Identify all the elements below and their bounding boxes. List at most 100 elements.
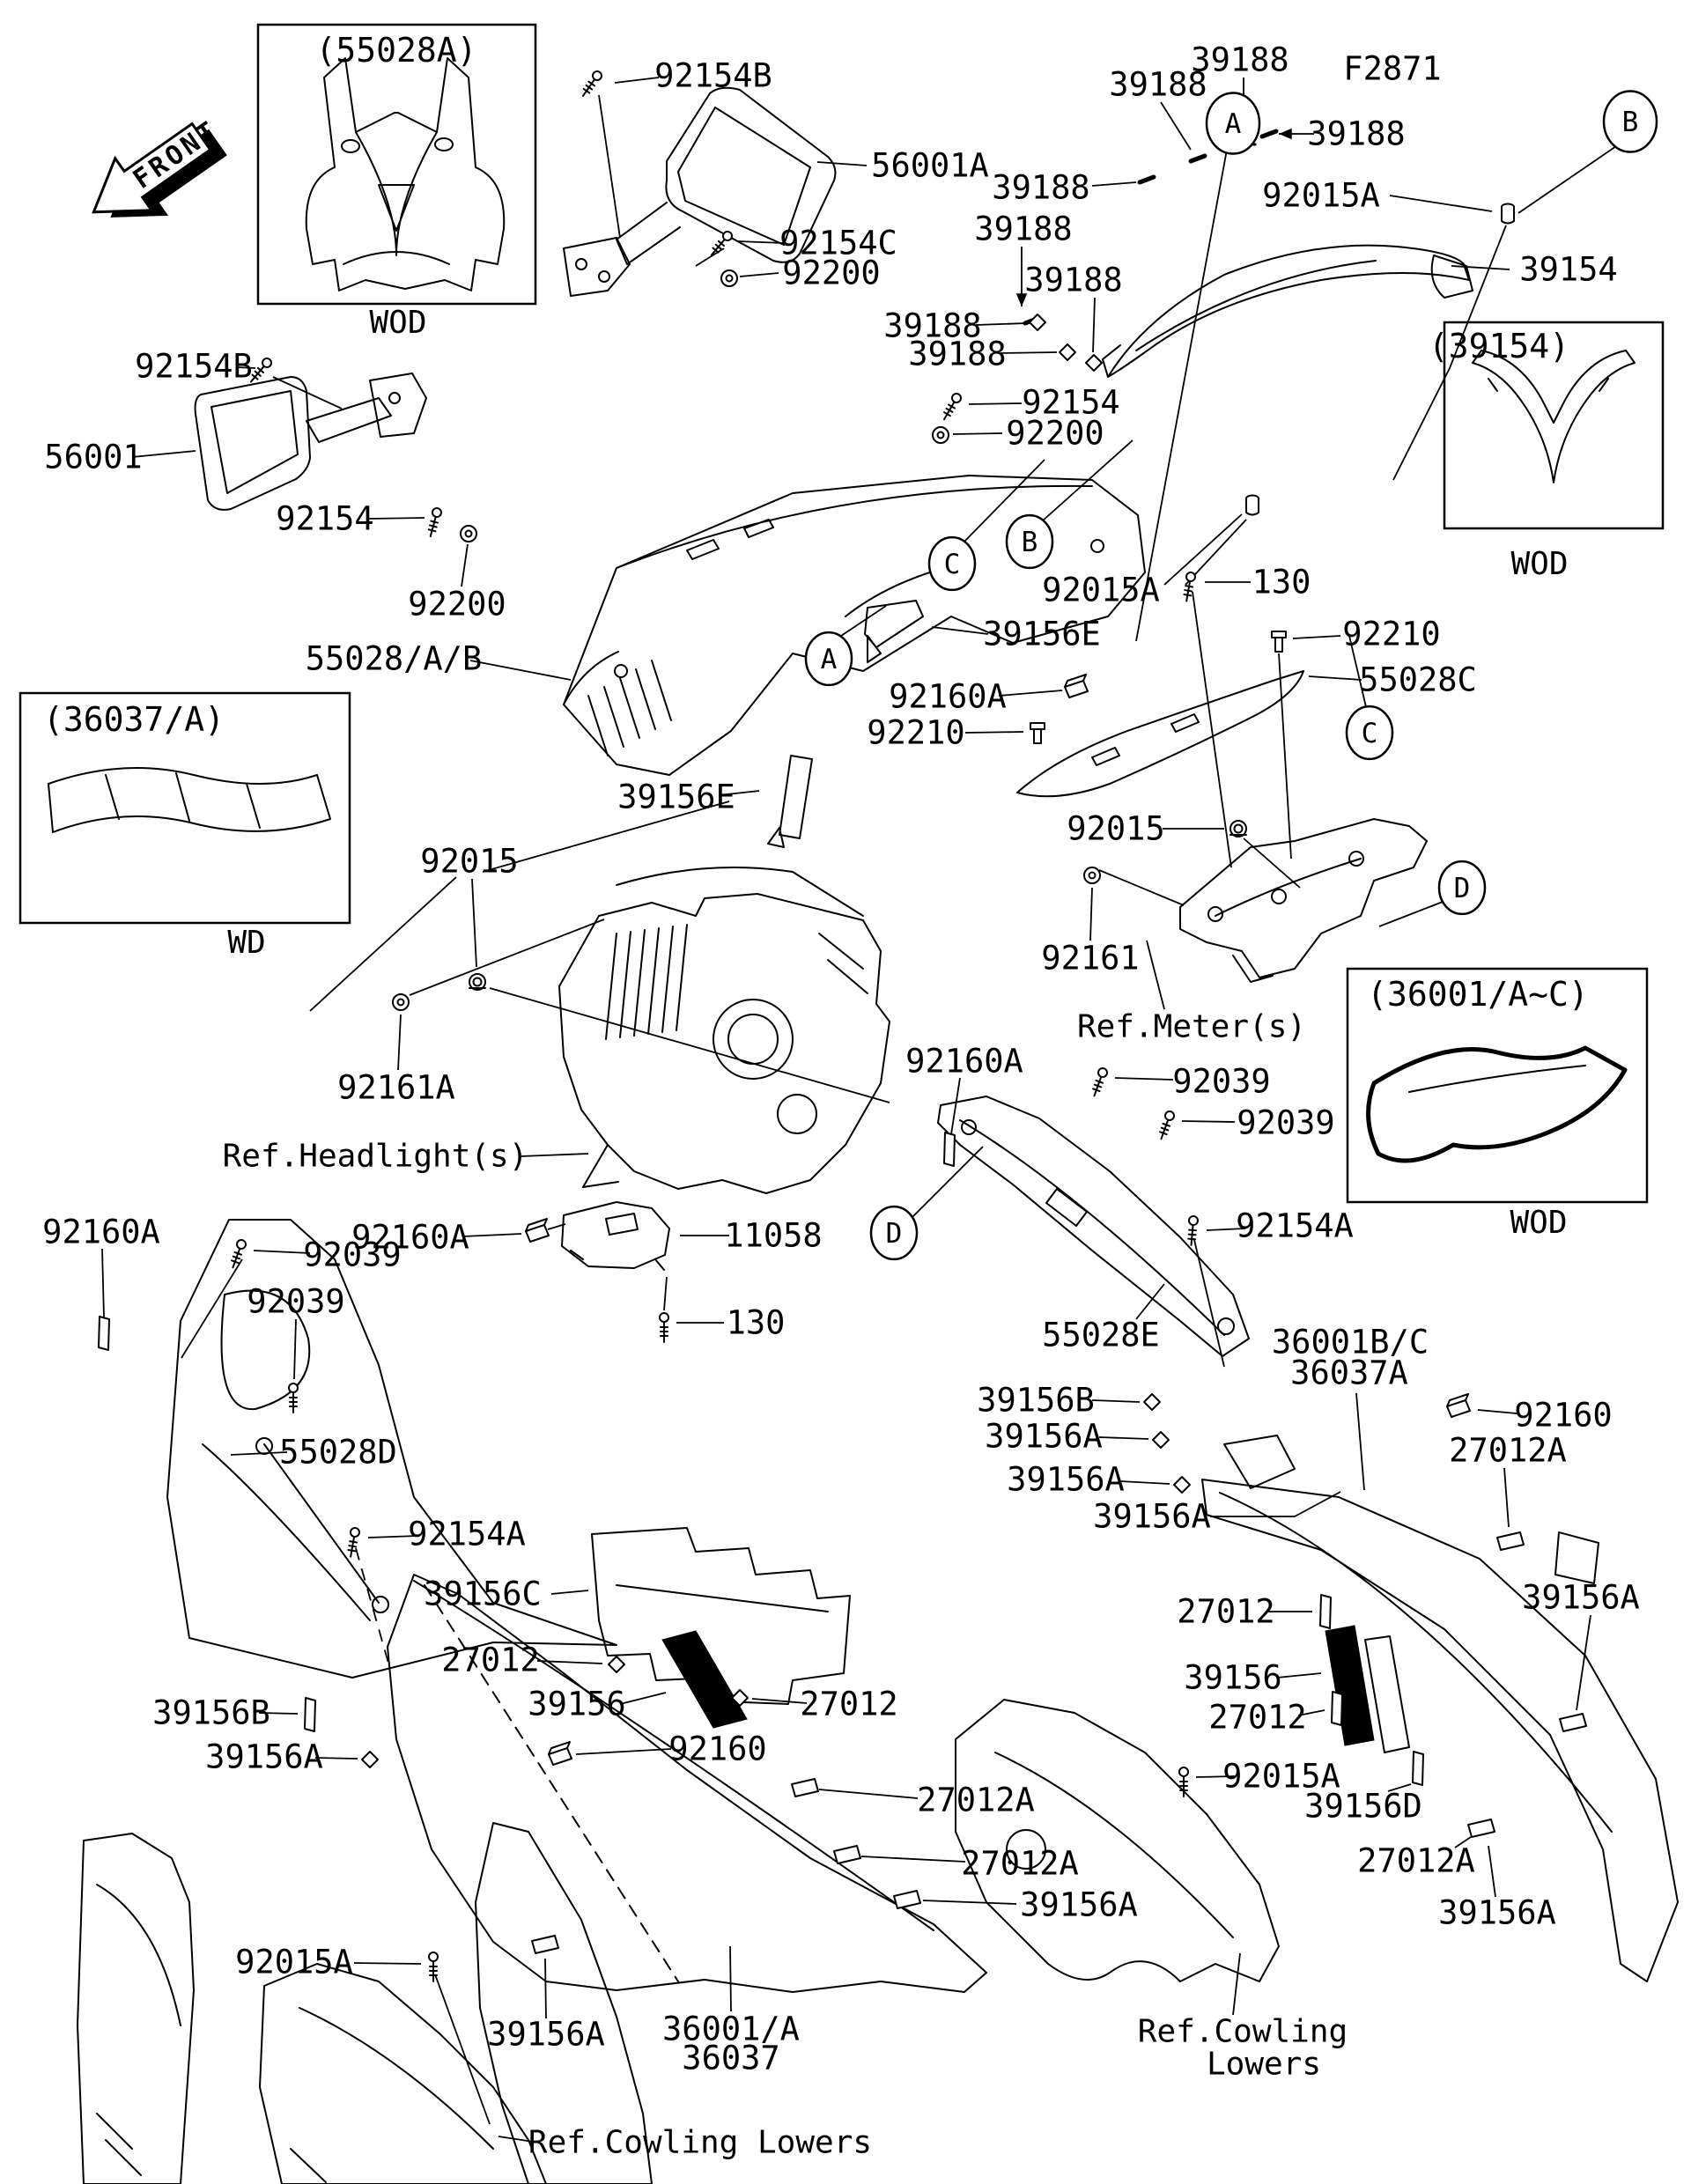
pad-39156c-art xyxy=(591,1527,851,1705)
nut-pin-icon xyxy=(1229,820,1247,837)
part-number-label: 39156A xyxy=(1438,1894,1556,1932)
part-number-label: 92154C xyxy=(779,225,897,262)
inset-title: (55028A) xyxy=(315,31,476,70)
leader-line xyxy=(314,1757,358,1760)
leader-line xyxy=(1389,195,1493,212)
callout-letter: A xyxy=(821,644,838,675)
inset-frame xyxy=(1443,321,1665,530)
part-number-label: 39188 xyxy=(883,307,981,345)
callout-a: A xyxy=(804,631,853,687)
cowl-hole2 xyxy=(1090,539,1104,553)
part-number-label: 92154 xyxy=(276,500,373,538)
bushing-pin-icon xyxy=(1501,203,1515,225)
part-number-label: 92161A xyxy=(337,1069,455,1107)
leader-line xyxy=(1276,1672,1322,1679)
front-arrow-face xyxy=(92,122,212,214)
diamond-pin-icon xyxy=(1085,354,1103,372)
fairing-left-art xyxy=(387,1574,987,1993)
part-number-label: 92015A xyxy=(1222,1758,1340,1796)
pad3d-pin-icon xyxy=(1446,1393,1471,1418)
leader-line xyxy=(544,1958,547,2019)
inset-sheet-line xyxy=(1408,1065,1586,1093)
screw-pin-icon xyxy=(711,231,733,256)
mirror-left-art xyxy=(194,373,427,511)
screw-pin-icon xyxy=(1092,1067,1108,1097)
ref-label: Ref.Headlight(s) xyxy=(223,1139,528,1175)
part-number-label: 56001 xyxy=(44,439,142,476)
part-number-label: 92039 xyxy=(303,1236,401,1274)
dash-pin-icon xyxy=(1259,129,1279,139)
diamond-pin-icon xyxy=(1152,1431,1170,1449)
leader-line xyxy=(471,878,477,968)
meter-cover-55028c-art xyxy=(1016,670,1304,798)
washer-pin-icon xyxy=(932,426,949,444)
part-number-label: 39156D xyxy=(1304,1788,1422,1826)
screw-pin-icon xyxy=(347,1527,360,1558)
part-number-label: 92039 xyxy=(247,1283,344,1321)
part-number-label: 92160A xyxy=(42,1214,160,1251)
mirror-right-bolt2 xyxy=(598,270,610,283)
tbolt-pin-icon xyxy=(1271,631,1287,653)
leader-line xyxy=(922,1900,1017,1905)
nut-pin-icon xyxy=(469,973,486,991)
inset-cowl-front-art xyxy=(305,57,506,291)
headlight-lens xyxy=(713,999,794,1080)
connection-lines xyxy=(181,94,1620,2125)
inset-shield-art xyxy=(1472,350,1636,483)
inset-box-55028a: (55028A) WOD xyxy=(256,23,537,341)
leader-line xyxy=(1477,1409,1517,1414)
part-number-label: 39188 xyxy=(1307,115,1405,153)
part-number-label: 55028E xyxy=(1042,1317,1160,1354)
headlight-art xyxy=(558,867,890,1194)
part-number-label: 92015 xyxy=(1067,810,1164,848)
fastener-pins-layer xyxy=(98,70,1587,1982)
fairing-left-dashline xyxy=(424,1584,679,1982)
upper-cowl-art xyxy=(563,475,1146,776)
leader-line xyxy=(498,2136,540,2143)
part-number-label: 92154B xyxy=(654,57,772,95)
leader-line xyxy=(1091,181,1137,187)
leader-line xyxy=(1308,675,1362,681)
part-number-label: 92160 xyxy=(1514,1397,1612,1435)
diamond-pin-icon xyxy=(1143,1393,1161,1411)
part-number-label: 36037A xyxy=(1290,1354,1408,1392)
leader-line xyxy=(1089,887,1093,941)
lower-left-hatch xyxy=(96,2113,327,2183)
pad3d-pin-icon xyxy=(1064,674,1089,698)
padv-pin-icon xyxy=(98,1316,110,1351)
part-number-label: 39188 xyxy=(908,336,1006,373)
leader-arrowhead xyxy=(1015,293,1028,306)
leader-line xyxy=(975,322,1028,326)
inner-panel-55028e-art xyxy=(937,1096,1250,1357)
part-number-label: 39156A xyxy=(487,2016,605,2054)
leader-line xyxy=(1355,1392,1365,1491)
front-direction-arrow: FRONT xyxy=(92,114,227,218)
leader-line xyxy=(469,660,572,681)
leader-line xyxy=(1163,513,1243,586)
leader-line xyxy=(1091,1399,1141,1403)
cowl-lower-right-art xyxy=(955,1699,1280,1982)
headlight-hatch xyxy=(605,924,868,1040)
part-number-label: 39156E xyxy=(983,616,1101,653)
part-number-label: 39156E xyxy=(617,778,735,816)
pad3d-pin-icon xyxy=(525,1218,550,1243)
part-number-label: 92039 xyxy=(1172,1063,1270,1101)
inset-title: (36037/A) xyxy=(43,700,225,739)
part-number-label: 92160A xyxy=(889,678,1007,716)
diamond-pin-icon xyxy=(1029,314,1046,331)
screw-pin-icon xyxy=(288,1383,299,1413)
callout-a: A xyxy=(1205,92,1261,155)
leader-line xyxy=(397,1014,402,1071)
leader-line xyxy=(1576,1614,1591,1711)
leader-line xyxy=(818,1789,919,1799)
part-number-label: 39188 xyxy=(1109,66,1207,104)
inset-caption: WOD xyxy=(369,305,426,341)
leader-line xyxy=(816,161,868,166)
leader-line xyxy=(968,402,1023,405)
part-number-label: 92161 xyxy=(1041,940,1139,978)
headlight-lens2 xyxy=(777,1094,817,1134)
pad-pin-icon xyxy=(893,1890,921,1909)
leader-line xyxy=(1387,1783,1412,1792)
leader-arrowhead xyxy=(1279,128,1292,140)
